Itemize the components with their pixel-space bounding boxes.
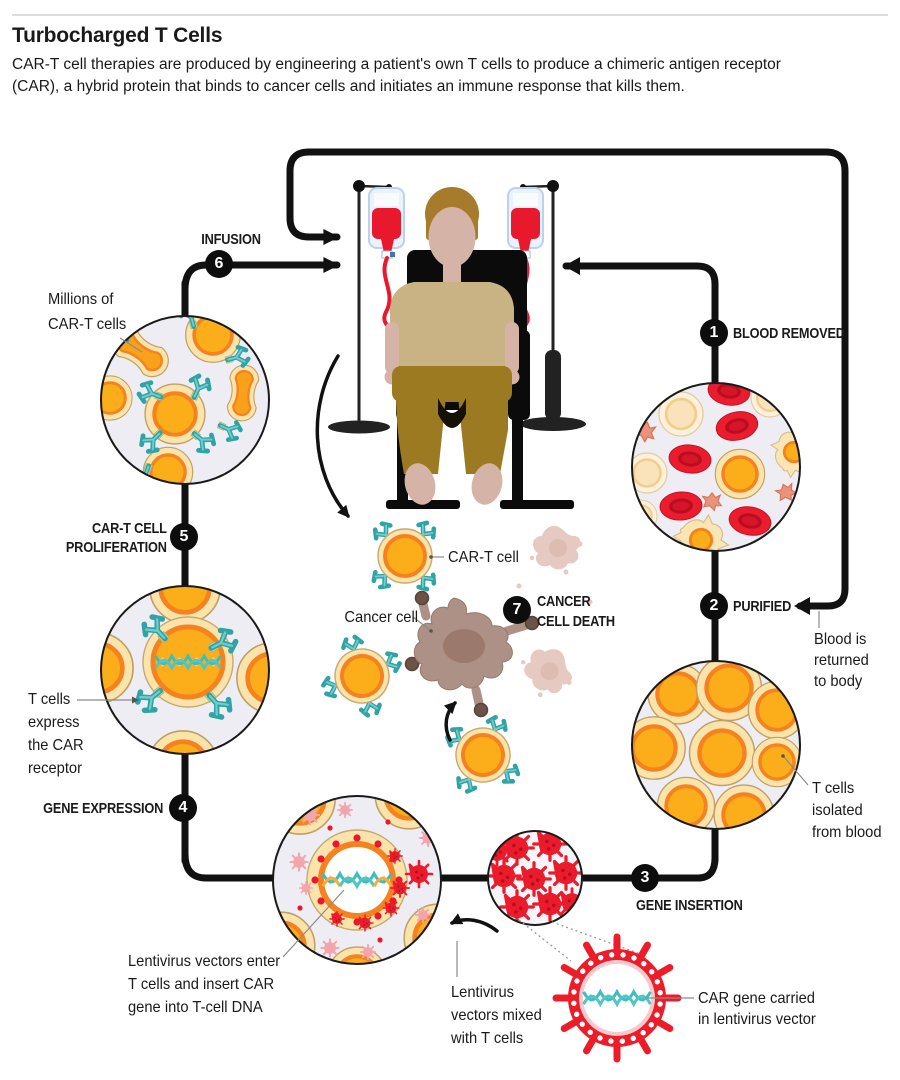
step-label-purified: PURIFIED xyxy=(733,598,792,615)
label-blood-returned: Blood is returned to body xyxy=(814,631,869,690)
lentivirus-vector-enlarged xyxy=(552,933,682,1063)
label-t-cells-express: T cells express the CAR receptor xyxy=(28,691,84,777)
cancer-kill-scene xyxy=(315,354,593,799)
lentivirus-mix-circle xyxy=(487,830,583,926)
top-rule xyxy=(12,14,888,16)
step-badge-3: 3 xyxy=(631,864,659,892)
step-number: 6 xyxy=(214,255,224,272)
step-badge-7: 7 xyxy=(503,596,531,624)
arrow-patient-to-scene xyxy=(315,354,350,518)
label-lentivirus-enter: Lentivirus vectors enter T cells and ins… xyxy=(128,953,281,1016)
step-badge-5: 5 xyxy=(170,523,198,551)
car-t-cell-illustration xyxy=(370,520,437,593)
step-number: 1 xyxy=(709,324,719,341)
page-description: CAR-T cell therapies are produced by eng… xyxy=(12,56,781,95)
step-number: 5 xyxy=(179,528,189,545)
connector-triangle-blood xyxy=(564,257,580,275)
step-badge-2: 2 xyxy=(700,592,728,620)
step-number: 2 xyxy=(709,597,719,614)
flow-lines xyxy=(181,148,849,882)
flow-right-column xyxy=(562,262,719,882)
arrow-mixing xyxy=(449,913,499,933)
iv-stand-right xyxy=(520,180,586,431)
step-number: 7 xyxy=(512,601,522,618)
label-lentivirus-mixed: Lentivirus vectors mixed with T cells xyxy=(451,984,542,1047)
arrow-to-cancer-cell xyxy=(443,701,457,742)
dead-cell-splat xyxy=(529,525,583,575)
isolated-t-cells-circle xyxy=(631,660,801,830)
iv-stand-left xyxy=(328,180,392,434)
label-car-gene-carried: CAR gene carried in lentivirus vector xyxy=(698,990,816,1028)
label-millions-cart-cells: Millions of CAR-T cells xyxy=(48,291,127,333)
step-badge-6: 6 xyxy=(205,250,233,278)
blood-sample-circle xyxy=(631,382,801,552)
leader-lines xyxy=(77,337,820,999)
step-badge-1: 1 xyxy=(700,319,728,347)
blood-bag-left xyxy=(368,187,405,336)
connector-triangle-purified xyxy=(794,597,810,615)
label-cancer-cell: Cancer cell xyxy=(344,609,419,626)
label-t-cells-isolated: T cells isolated from blood xyxy=(812,780,882,841)
car-t-cell-illustration xyxy=(315,628,407,722)
step-label-blood-removed: BLOOD REMOVED xyxy=(733,325,845,342)
car-t-cell-illustration xyxy=(440,711,524,799)
gene-insertion-circle xyxy=(272,795,442,965)
car-expression-circle xyxy=(100,585,270,755)
step-label-infusion: INFUSION xyxy=(201,231,261,248)
leader-arrowhead xyxy=(132,696,139,704)
patient-illustration xyxy=(328,180,586,509)
step-label-gene-insertion: GENE INSERTION xyxy=(636,897,743,914)
step-label-cancer-cell-death: CANCER CELL DEATH xyxy=(537,593,615,630)
proliferation-circle xyxy=(100,315,270,485)
label-car-t-cell: CAR-T cell xyxy=(448,549,519,566)
page-title: Turbocharged T Cells xyxy=(12,24,223,47)
step-badge-4: 4 xyxy=(169,794,197,822)
step-label-proliferation: CAR-T CELL PROLIFERATION xyxy=(66,520,167,556)
magnifier-dotted-lines xyxy=(518,919,647,962)
patient-body xyxy=(384,187,520,505)
step-label-gene-expression: GENE EXPRESSION xyxy=(42,800,163,817)
step-number: 3 xyxy=(640,869,650,886)
dead-cell-splat xyxy=(510,636,583,708)
flow-return-loop xyxy=(286,148,849,610)
step-number: 4 xyxy=(178,799,188,816)
cancer-cell-illustration xyxy=(404,590,540,718)
flow-bottom-left-elbow xyxy=(181,850,704,882)
